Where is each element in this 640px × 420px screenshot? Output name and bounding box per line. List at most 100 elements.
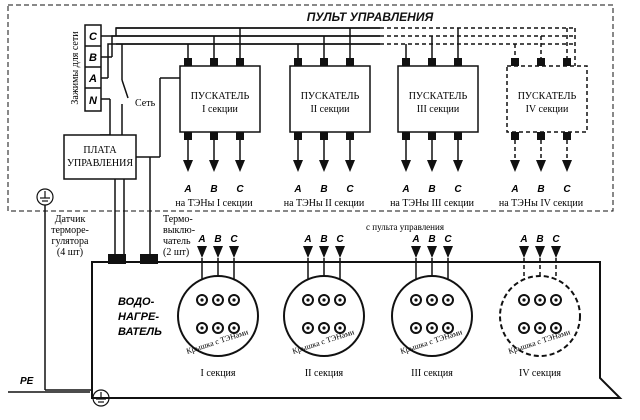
arrow-down-icon [345, 160, 355, 172]
heater-label-2: ВАТЕЛЬ [118, 326, 162, 338]
arrow-down-icon [229, 246, 239, 258]
arrow-down-icon [303, 246, 313, 258]
cover-phase-label: A [411, 234, 419, 245]
arrow-down-icon [235, 160, 245, 172]
regulator-label-2: гулятора [52, 236, 89, 247]
arrow-down-icon [213, 246, 223, 258]
arrow-down-icon [319, 160, 329, 172]
phase-label: A [401, 184, 409, 195]
phase-label: B [537, 184, 544, 195]
cover-phase-label: C [552, 234, 560, 245]
control-board: ПЛАТА УПРАВЛЕНИЯ [63, 134, 137, 180]
phase-label: B [320, 184, 327, 195]
starter-section: I секции [202, 104, 238, 115]
arrow-down-icon [319, 246, 329, 258]
arrow-down-icon [335, 246, 345, 258]
switch-label-2: чатель [163, 236, 191, 247]
arrow-down-icon [443, 246, 453, 258]
network-switch-label: Сеть [135, 98, 156, 109]
arrow-down-icon [209, 160, 219, 172]
arrow-down-icon [536, 160, 546, 172]
arrow-down-icon [293, 160, 303, 172]
control-panel-border [7, 4, 614, 212]
starter-title: ПУСКАТЕЛЬ [191, 91, 250, 102]
phase-label: C [236, 184, 244, 195]
from-panel-label: с пульта управления [366, 222, 444, 232]
arrow-down-icon [411, 246, 421, 258]
svg-text:УПРАВЛЕНИЯ: УПРАВЛЕНИЯ [67, 158, 133, 169]
cover-section-label: I секция [201, 368, 236, 379]
phase-label: A [510, 184, 518, 195]
arrow-down-icon [401, 160, 411, 172]
switch-label-1: выклю- [163, 225, 195, 236]
arrow-down-icon [551, 246, 561, 258]
ground-icon [36, 188, 54, 206]
arrow-down-icon [453, 160, 463, 172]
starter-section: III секции [417, 104, 460, 115]
arrow-down-icon [427, 246, 437, 258]
regulator-label-1: терморе- [51, 225, 89, 236]
regulator-sensor [108, 254, 126, 264]
terminal-b: B [89, 52, 97, 64]
terminals-side-label: Зажимы для сети [70, 31, 81, 105]
cover-phase-label: B [320, 234, 327, 245]
terminal-n: N [89, 95, 98, 107]
cover-phase-label: B [536, 234, 543, 245]
cover-section-label: III секция [411, 368, 453, 379]
output-label-1: на ТЭНы I секции [175, 198, 253, 209]
svg-text:ПЛАТА: ПЛАТА [83, 145, 117, 156]
cover-phase-label: A [303, 234, 311, 245]
thermo-switch-sensor [140, 254, 158, 264]
arrow-down-icon [510, 160, 520, 172]
phase-label: C [454, 184, 462, 195]
heater-label-1: НАГРЕ- [118, 311, 159, 323]
arrow-down-icon [197, 246, 207, 258]
arrow-down-icon [535, 246, 545, 258]
arrow-down-icon [183, 160, 193, 172]
arrow-down-icon [562, 160, 572, 172]
phase-label: B [210, 184, 217, 195]
phase-label: A [293, 184, 301, 195]
pe-label: PE [20, 376, 34, 387]
cover-section-label: II секция [305, 368, 344, 379]
starter-section: IV секции [526, 104, 569, 115]
control-panel-title: ПУЛЬТ УПРАВЛЕНИЯ [307, 10, 434, 24]
cover-phase-label: A [519, 234, 527, 245]
cover-phase-label: B [428, 234, 435, 245]
cover-phase-label: B [214, 234, 221, 245]
cover-phase-label: C [230, 234, 238, 245]
starter-title: ПУСКАТЕЛЬ [301, 91, 360, 102]
output-label-2: на ТЭНы II секции [284, 198, 365, 209]
regulator-label-3: (4 шт) [57, 247, 83, 258]
starter-title: ПУСКАТЕЛЬ [518, 91, 577, 102]
terminal-a: A [88, 73, 97, 85]
regulator-label-0: Датчик [55, 214, 86, 225]
phase-label: C [563, 184, 571, 195]
cover-phase-label: C [336, 234, 344, 245]
arrow-down-icon [519, 246, 529, 258]
heater-label-0: ВОДО- [118, 296, 155, 308]
arrow-down-icon [427, 160, 437, 172]
switch-label-3: (2 шт) [163, 247, 189, 258]
terminal-block: C B A N [84, 24, 102, 112]
cover-section-label: IV секция [519, 368, 561, 379]
terminal-c: C [89, 31, 98, 43]
cover-phase-label: A [197, 234, 205, 245]
ground-icon-bottom [92, 389, 110, 407]
phase-label: B [428, 184, 435, 195]
phase-label: C [346, 184, 354, 195]
output-label-4: на ТЭНы IV секции [499, 198, 584, 209]
output-label-3: на ТЭНы III секции [390, 198, 474, 209]
switch-label-0: Термо- [163, 214, 193, 225]
